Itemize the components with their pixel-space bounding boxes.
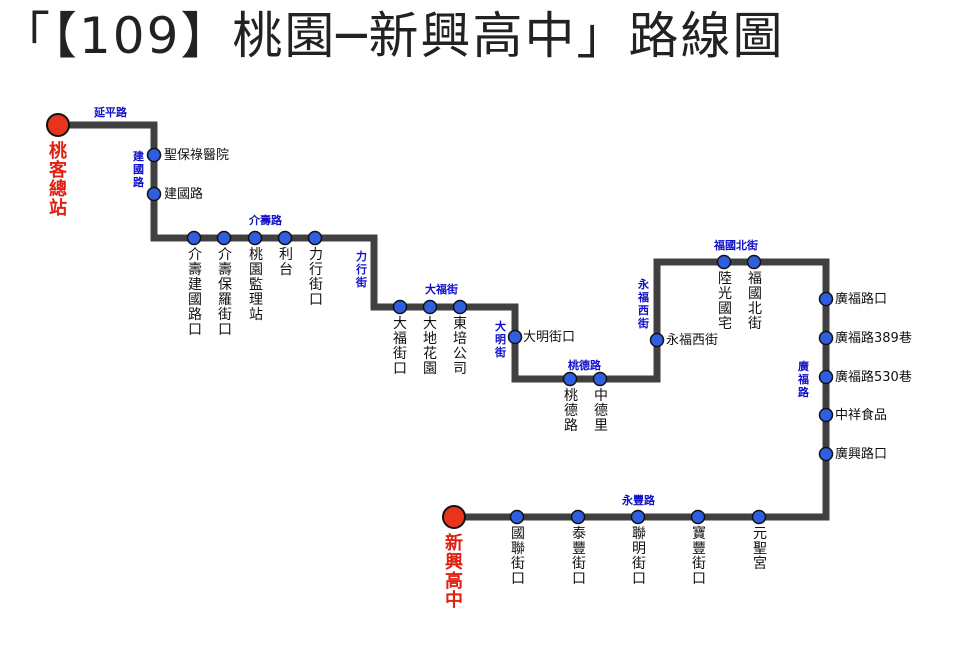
road-label-guangfu: 廣福路 <box>798 360 809 399</box>
stop-label: 廣福路口 <box>835 292 888 307</box>
stop-label: 桃園監理站 <box>249 247 263 323</box>
stop-dot[interactable] <box>562 371 578 387</box>
road-label-dafu: 大福街 <box>425 283 458 296</box>
stop-label: 桃德路 <box>564 388 578 434</box>
stop-dot[interactable] <box>146 186 162 202</box>
stop-dot[interactable] <box>818 330 834 346</box>
stop-dot[interactable] <box>818 446 834 462</box>
terminal-end-marker[interactable] <box>442 505 466 529</box>
road-label-jieshou: 介壽路 <box>249 214 282 227</box>
stop-dot[interactable] <box>509 509 525 525</box>
road-label-yongfeng: 永豐路 <box>622 494 655 507</box>
road-label-taode: 桃德路 <box>568 359 601 372</box>
terminal-start-marker[interactable] <box>46 113 70 137</box>
stop-label: 力行街口 <box>309 247 323 308</box>
road-label-yanping: 延平路 <box>94 106 127 119</box>
stop-label: 福國北街 <box>748 271 762 332</box>
stop-label: 寶豐街口 <box>692 526 706 587</box>
terminal-end-label: 新興高中 <box>445 533 463 611</box>
stop-dots <box>146 147 834 525</box>
stop-label: 東培公司 <box>453 316 467 377</box>
stop-label: 泰豐街口 <box>572 526 586 587</box>
stop-dot[interactable] <box>818 291 834 307</box>
stop-dot[interactable] <box>592 371 608 387</box>
stop-dot[interactable] <box>507 329 523 345</box>
stop-label: 聯明街口 <box>632 526 646 587</box>
stop-dot[interactable] <box>716 254 732 270</box>
stop-dot[interactable] <box>247 230 263 246</box>
stop-dot[interactable] <box>392 299 408 315</box>
stop-label: 廣興路口 <box>835 447 888 462</box>
road-label-jianguo: 建國路 <box>133 150 144 189</box>
road-label-yongfu-west: 永福西街 <box>638 278 649 330</box>
terminal-start-label: 桃客總站 <box>49 141 67 219</box>
stop-dot[interactable] <box>649 332 665 348</box>
road-label-lixing: 力行街 <box>356 250 367 289</box>
stop-label: 大福街口 <box>393 316 407 377</box>
stop-label: 廣福路530巷 <box>835 370 912 385</box>
stop-dot[interactable] <box>690 509 706 525</box>
stop-label: 廣福路389巷 <box>835 331 912 346</box>
page-title: 「【109】桃園─新興高中」路線圖 <box>0 7 785 65</box>
stop-label: 大明街口 <box>523 330 576 345</box>
stop-label: 陸光國宅 <box>718 271 732 332</box>
stop-dot[interactable] <box>630 509 646 525</box>
stop-dot[interactable] <box>216 230 232 246</box>
stop-dot[interactable] <box>146 147 162 163</box>
stop-dot[interactable] <box>186 230 202 246</box>
stop-label: 中德里 <box>594 388 608 434</box>
stop-dot[interactable] <box>452 299 468 315</box>
stop-label: 國聯街口 <box>511 526 525 587</box>
stop-label: 中祥食品 <box>835 408 888 423</box>
stop-dot[interactable] <box>570 509 586 525</box>
stop-dot[interactable] <box>277 230 293 246</box>
stop-label: 介壽保羅街口 <box>218 247 232 338</box>
stop-dot[interactable] <box>751 509 767 525</box>
stop-label: 建國路 <box>164 187 204 202</box>
stop-dot[interactable] <box>422 299 438 315</box>
road-label-fuguo-north: 福國北街 <box>714 239 758 252</box>
stop-dot[interactable] <box>746 254 762 270</box>
stop-label: 利台 <box>279 247 293 278</box>
stop-dot[interactable] <box>818 407 834 423</box>
stop-dot[interactable] <box>818 369 834 385</box>
stop-dot[interactable] <box>307 230 323 246</box>
stop-label: 元聖宮 <box>753 526 767 572</box>
route-line <box>58 121 830 521</box>
stop-label: 永福西街 <box>666 333 719 348</box>
stop-label: 介壽建國路口 <box>188 247 202 338</box>
stop-label: 聖保祿醫院 <box>164 148 230 163</box>
stop-label: 大地花園 <box>423 316 437 377</box>
road-label-daming: 大明街 <box>495 320 506 359</box>
